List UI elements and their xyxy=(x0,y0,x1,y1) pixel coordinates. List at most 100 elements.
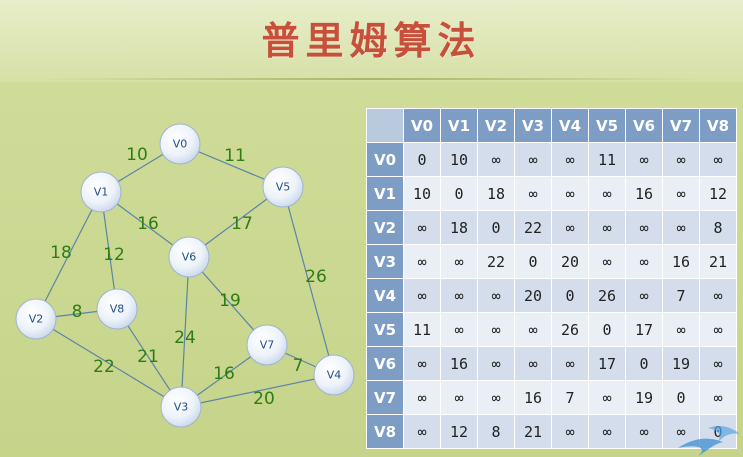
matrix-cell: ∞ xyxy=(403,346,441,381)
title-divider xyxy=(40,78,703,80)
graph-node-v7: V7 xyxy=(246,324,288,366)
node-label: V7 xyxy=(260,339,275,352)
matrix-cell: ∞ xyxy=(403,210,441,245)
node-circle xyxy=(160,386,202,428)
graph-node-v4: V4 xyxy=(313,354,355,396)
graph-node-v2: V2 xyxy=(15,298,57,340)
matrix-cell: 10 xyxy=(403,176,441,211)
matrix-cell: 26 xyxy=(551,312,589,347)
matrix-cell: 0 xyxy=(662,380,700,415)
matrix-cell: ∞ xyxy=(662,210,700,245)
matrix-cell: ∞ xyxy=(699,278,737,313)
matrix-cell: 20 xyxy=(551,244,589,279)
matrix-cell: ∞ xyxy=(551,414,589,449)
matrix-row-header-v1: V1 xyxy=(366,176,404,211)
matrix-cell: 0 xyxy=(403,142,441,177)
matrix-row-header-v7: V7 xyxy=(366,380,404,415)
matrix-cell: 17 xyxy=(625,312,663,347)
edge-v1-v2 xyxy=(35,191,102,320)
node-circle xyxy=(168,236,210,278)
matrix-cell: 16 xyxy=(662,244,700,279)
edge-v6-v3 xyxy=(180,256,190,408)
edge-v2-v3 xyxy=(35,318,182,408)
matrix-column-header-v8: V8 xyxy=(699,108,737,143)
node-circle xyxy=(246,324,288,366)
matrix-cell: 12 xyxy=(440,414,478,449)
matrix-row-header-v5: V5 xyxy=(366,312,404,347)
matrix-cell: ∞ xyxy=(440,312,478,347)
matrix-cell: ∞ xyxy=(403,244,441,279)
matrix-cell: 26 xyxy=(588,278,626,313)
edge-weight-v5-v4: 26 xyxy=(305,267,327,287)
matrix-cell: ∞ xyxy=(477,380,515,415)
matrix-cell: ∞ xyxy=(588,414,626,449)
node-circle xyxy=(262,166,304,208)
matrix-cell: ∞ xyxy=(440,278,478,313)
node-label: V5 xyxy=(276,181,291,194)
matrix-cell: 16 xyxy=(625,176,663,211)
edge-weight-v1-v6: 16 xyxy=(137,214,159,234)
matrix-cell: ∞ xyxy=(477,142,515,177)
node-circle xyxy=(159,123,201,165)
matrix-cell: 19 xyxy=(625,380,663,415)
matrix-cell: 8 xyxy=(477,414,515,449)
matrix-cell: ∞ xyxy=(625,278,663,313)
node-circle xyxy=(15,298,57,340)
matrix-cell: 18 xyxy=(477,176,515,211)
matrix-cell: 19 xyxy=(662,346,700,381)
matrix-cell: ∞ xyxy=(551,210,589,245)
edge-weight-v6-v7: 19 xyxy=(219,291,241,311)
matrix-row-header-v8: V8 xyxy=(366,414,404,449)
matrix-cell: 20 xyxy=(514,278,552,313)
matrix-cell: 11 xyxy=(403,312,441,347)
matrix-cell: 16 xyxy=(514,380,552,415)
node-label: V8 xyxy=(110,303,125,316)
matrix-cell: ∞ xyxy=(440,380,478,415)
edge-weight-v7-v4: 7 xyxy=(293,356,304,376)
matrix-corner-cell xyxy=(366,108,404,143)
matrix-cell: 16 xyxy=(440,346,478,381)
node-label: V2 xyxy=(29,313,44,326)
matrix-column-header-v4: V4 xyxy=(551,108,589,143)
matrix-cell: ∞ xyxy=(588,176,626,211)
matrix-cell: ∞ xyxy=(514,176,552,211)
matrix-cell: ∞ xyxy=(625,210,663,245)
matrix-cell: ∞ xyxy=(699,380,737,415)
matrix-cell: 11 xyxy=(588,142,626,177)
matrix-cell: ∞ xyxy=(477,312,515,347)
edge-weight-v8-v3: 21 xyxy=(137,347,159,367)
matrix-cell: ∞ xyxy=(403,380,441,415)
matrix-cell: 0 xyxy=(625,346,663,381)
title-band xyxy=(0,0,743,82)
node-label: V1 xyxy=(94,186,109,199)
matrix-cell: ∞ xyxy=(440,244,478,279)
node-circle xyxy=(80,171,122,213)
edge-weight-v3-v4: 20 xyxy=(253,389,275,409)
matrix-cell: ∞ xyxy=(699,346,737,381)
matrix-cell: ∞ xyxy=(699,142,737,177)
matrix-cell: ∞ xyxy=(588,210,626,245)
edge-weight-v0-v1: 10 xyxy=(126,145,148,165)
matrix-cell: ∞ xyxy=(403,278,441,313)
edge-weight-v7-v3: 16 xyxy=(213,364,235,384)
matrix-cell: ∞ xyxy=(551,142,589,177)
graph-node-v3: V3 xyxy=(160,386,202,428)
edge-v3-v4 xyxy=(180,374,335,408)
graph-node-v8: V8 xyxy=(96,288,138,330)
matrix-cell: 0 xyxy=(514,244,552,279)
graph-node-v0: V0 xyxy=(159,123,201,165)
edge-weight-v6-v3: 24 xyxy=(174,328,196,348)
matrix-cell: ∞ xyxy=(588,380,626,415)
matrix-column-header-v5: V5 xyxy=(588,108,626,143)
matrix-cell: ∞ xyxy=(625,244,663,279)
matrix-cell: ∞ xyxy=(699,312,737,347)
matrix-cell: ∞ xyxy=(551,346,589,381)
matrix-cell: ∞ xyxy=(662,142,700,177)
